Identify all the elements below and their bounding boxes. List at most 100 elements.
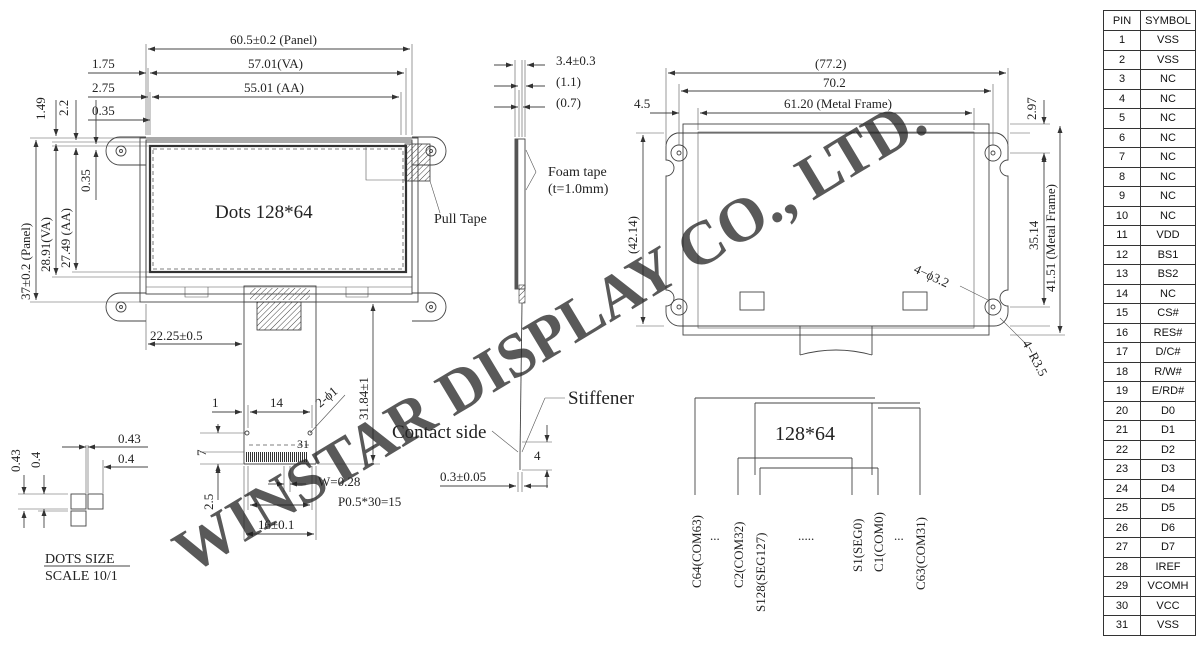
block-ellipsis-2: .....: [798, 528, 814, 543]
dots-dim-0-4-h: 0.4: [118, 451, 135, 466]
pin-symbol: NC: [1140, 88, 1196, 109]
pin-symbol: NC: [1140, 69, 1196, 90]
pin-table-header: PIN SYMBOL: [1103, 10, 1196, 31]
block-pin-c1: C1(COM0): [871, 512, 886, 572]
pin-number: 21: [1103, 420, 1141, 441]
pin-number: 22: [1103, 439, 1141, 460]
block-diagram: 128*64 C64(COM63) C2(COM32) S128(SEG127)…: [689, 397, 928, 612]
dots-size-caption: DOTS SIZE: [45, 552, 115, 567]
block-pin-c63: C63(COM31): [913, 517, 928, 590]
side-view: 3.4±0.3 (1.1) (0.7) Foam tape (t=1.0mm) …: [392, 53, 635, 492]
dim-31-84: 31.84±1: [356, 377, 371, 420]
dots-detail: 0.43 0.4 0.43 0.4 DOTS SIZE SCALE 10/1: [8, 431, 148, 584]
dots-label: Dots 128*64: [215, 202, 313, 223]
dots-dim-0-43-h: 0.43: [118, 431, 141, 446]
pin-symbol: VCC: [1140, 595, 1196, 616]
pin-symbol: D7: [1140, 537, 1196, 558]
dim-va-height: 28.91(VA): [38, 217, 53, 272]
dim-1-1: (1.1): [556, 74, 581, 89]
dim-metal-frame-h: 41.51 (Metal Frame): [1043, 184, 1058, 292]
dim-aa-width: 55.01 (AA): [244, 80, 304, 95]
pin-symbol: RES#: [1140, 322, 1196, 343]
dim-70-2: 70.2: [823, 75, 846, 90]
dim-fpc-thickness: 0.3±0.05: [440, 469, 486, 484]
dots-dim-0-4-v: 0.4: [28, 451, 43, 468]
pin-number: 26: [1103, 517, 1141, 538]
dim-va-width: 57.01(VA): [248, 56, 303, 71]
dim-35-14: 35.14: [1026, 220, 1041, 250]
block-label: 128*64: [775, 423, 835, 445]
dim-42-14: (42.14): [625, 216, 640, 254]
foam-tape-label: Foam tape: [548, 165, 607, 180]
pin-symbol: VDD: [1140, 225, 1196, 246]
symbol-header: SYMBOL: [1140, 10, 1196, 31]
pin-symbol: VCOMH: [1140, 576, 1196, 597]
pin-symbol: NC: [1140, 283, 1196, 304]
dim-22-25: 22.25±0.5: [150, 328, 203, 343]
pin-symbol: NC: [1140, 166, 1196, 187]
pin-symbol: NC: [1140, 147, 1196, 168]
foam-tape-thickness: (t=1.0mm): [548, 182, 609, 197]
dim-0-7: (0.7): [556, 95, 581, 110]
pin-symbol: BS2: [1140, 264, 1196, 285]
dim-metal-frame-w: 61.20 (Metal Frame): [784, 96, 892, 111]
pin-symbol: BS1: [1140, 244, 1196, 265]
pin-symbol: E/RD#: [1140, 381, 1196, 402]
dim-aa-height: 27.49 (AA): [58, 208, 73, 268]
pin-symbol: D6: [1140, 517, 1196, 538]
pin-symbol: VSS: [1140, 615, 1196, 636]
pin-number: 27: [1103, 537, 1141, 558]
pin-number: 7: [1103, 147, 1141, 168]
block-pin-c2: C2(COM32): [731, 522, 746, 588]
dim-2-5: 2.5: [201, 494, 216, 510]
block-ellipsis-3: ...: [894, 528, 904, 543]
dim-panel-height: 37±0.2 (Panel): [18, 223, 33, 300]
pin-symbol: D3: [1140, 459, 1196, 480]
contact-side-label: Contact side: [392, 422, 486, 443]
pin-symbol: VSS: [1140, 49, 1196, 70]
dim-16: 16±0.1: [258, 517, 294, 532]
pin-symbol: NC: [1140, 205, 1196, 226]
pin-number: 9: [1103, 186, 1141, 207]
pin-symbol: D2: [1140, 439, 1196, 460]
block-pin-s128: S128(SEG127): [753, 533, 768, 612]
pin-number: 1: [1103, 30, 1141, 51]
mechanical-drawing: Pull Tape Dots 128*64 60.5±0.2 (Panel) 5…: [8, 32, 1065, 612]
block-pin-c64: C64(COM63): [689, 515, 704, 588]
block-pin-s1: S1(SEG0): [850, 519, 865, 572]
dim-back-holes: 4−ϕ3.2: [912, 261, 952, 290]
pin-symbol: D4: [1140, 478, 1196, 499]
dim-radius: 4−R3.5: [1019, 337, 1050, 378]
dots-dim-0-43-v: 0.43: [8, 449, 23, 472]
pin-symbol: D/C#: [1140, 342, 1196, 363]
dim-w: W=0.28: [318, 474, 360, 489]
pin-number: 29: [1103, 576, 1141, 597]
pin-number: 8: [1103, 166, 1141, 187]
dim-14: 14: [270, 395, 284, 410]
dim-4: 4: [534, 448, 541, 463]
dim-4-5: 4.5: [634, 96, 650, 111]
pin-symbol: NC: [1140, 186, 1196, 207]
pin-number: 13: [1103, 264, 1141, 285]
dim-pitch: P0.5*30=15: [338, 494, 401, 509]
dim-2-97: 2.97: [1024, 97, 1039, 120]
pin-symbol: R/W#: [1140, 361, 1196, 382]
